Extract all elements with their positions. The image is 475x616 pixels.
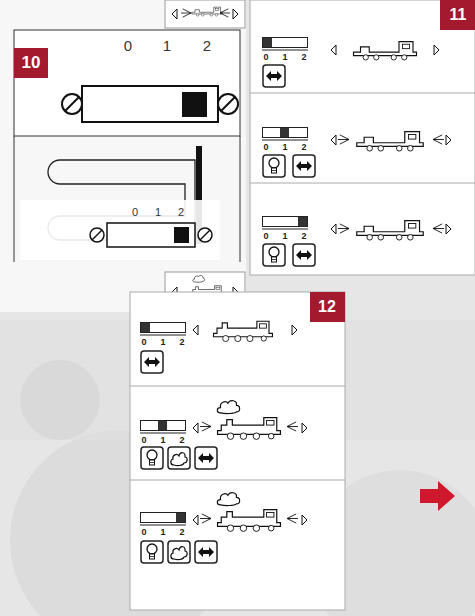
scale-digit: 2 <box>179 528 184 537</box>
scale-digit: 2 <box>179 436 184 445</box>
callout-number: 10 <box>22 54 41 71</box>
figure-12 <box>130 292 345 610</box>
scale-digit: 0 <box>141 528 146 537</box>
scale-digit: 1 <box>163 38 171 53</box>
figure-11 <box>250 0 475 275</box>
scale-digit: 1 <box>160 436 165 445</box>
scale-digit: 1 <box>160 528 165 537</box>
scale-digit: 1 <box>282 143 287 152</box>
scale-digit: 1 <box>282 232 287 241</box>
scale-digit: 2 <box>301 53 306 62</box>
scale-digit: 1 <box>155 207 161 218</box>
scale-digit: 0 <box>263 232 268 241</box>
scale-digit: 2 <box>178 207 184 218</box>
figure-10 <box>0 0 246 312</box>
callout-number: 11 <box>450 7 467 23</box>
scale-digit: 2 <box>203 38 211 53</box>
scale-digit: 0 <box>141 436 146 445</box>
page-arrow <box>420 481 455 511</box>
scale-digit: 2 <box>179 338 184 347</box>
scale-digit: 0 <box>263 143 268 152</box>
scale-digit: 2 <box>301 143 306 152</box>
callout-number: 12 <box>318 299 336 315</box>
scale-digit: 2 <box>301 232 306 241</box>
scale-digit: 0 <box>124 38 132 53</box>
scale-digit: 0 <box>263 53 268 62</box>
scale-digit: 1 <box>160 338 165 347</box>
scale-digit: 0 <box>132 207 138 218</box>
scale-digit: 0 <box>141 338 146 347</box>
scale-digit: 1 <box>282 53 287 62</box>
